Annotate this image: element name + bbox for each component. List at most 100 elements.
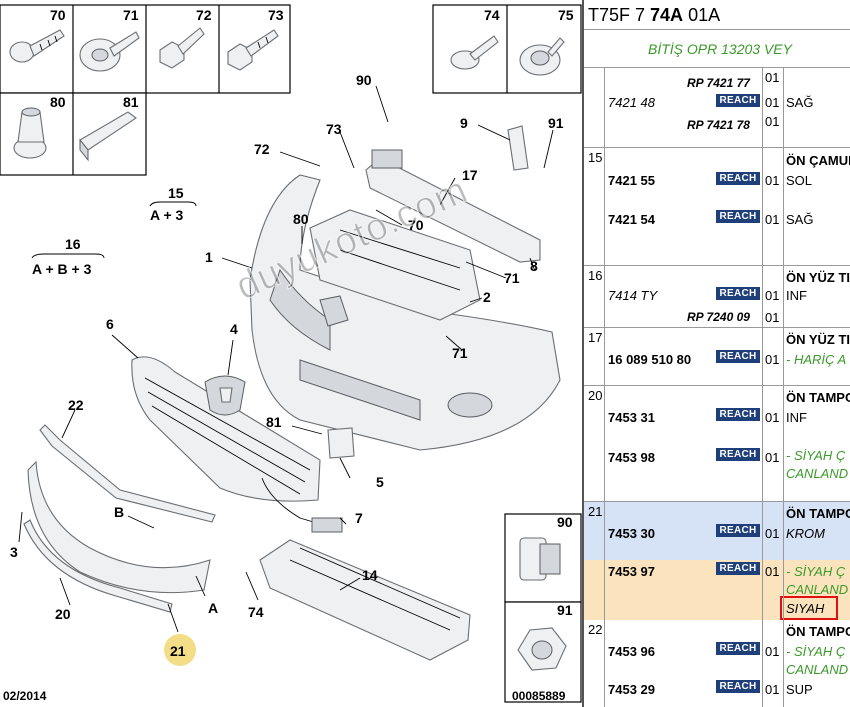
table-row[interactable]: 21 7453 30 REACH 01 ÖN TAMPO KROM 7453 9… [584,502,850,620]
description: INF [786,288,807,303]
description: CANLAND [786,662,849,677]
description: ÖN YÜZ TI [786,270,850,285]
screw-70-image [9,29,65,63]
callout-9: 7 [355,510,363,526]
lower-grille-20-image [27,460,211,594]
nut-91-image [517,627,567,671]
fastener-box-row-top-right: 74 75 [432,4,582,94]
callout-21: 21 [170,643,186,659]
reach-badge: REACH [716,408,760,421]
reinforcement-beam-17-image [365,149,541,263]
part-ref: 7421 55 [608,173,655,188]
quantity: 01 [765,173,780,188]
header-prefix: T75F 7 [588,5,651,25]
part-ref: 7453 31 [608,410,655,425]
trim-strip-22-image [39,424,216,523]
table-row[interactable]: 20 7453 31 REACH 01 ÖN TAMPO INF 7453 98… [584,386,850,502]
callout-4: 15 [168,185,184,201]
row-number: 21 [588,504,603,519]
box-label-70: 70 [50,7,66,23]
part-ref: 7453 96 [608,644,655,659]
catalog-header: T75F 7 74A 01A [584,0,850,30]
box-label-80: 80 [50,94,66,110]
row-number: 15 [588,150,603,165]
emblem-6-image [204,375,246,416]
part-ref: 7453 97 [608,564,655,579]
reach-badge: REACH [716,287,760,300]
box-label-91: 91 [557,602,573,618]
quantity: 01 [765,114,780,129]
description: SAĞ [786,95,814,110]
callout-A: A [208,600,218,616]
diagram-date: 02/2014 [3,689,47,703]
reach-badge: REACH [716,562,760,575]
callout-B: B [114,504,124,520]
table-row[interactable]: 22 7453 96 REACH 01 ÖN TAMPO - SİYAH Ç C… [584,620,850,707]
description: - SİYAH Ç [786,564,846,579]
callout-71-top: 71 [504,270,520,286]
quantity: 01 [765,288,780,303]
highlight-red-box [780,596,838,620]
box-label-90: 90 [557,514,573,530]
reach-badge: REACH [716,642,760,655]
formula-5-text: A + B + 3 [32,261,92,277]
box-label-75: 75 [558,7,574,23]
table-row[interactable]: 17 16 089 510 80 REACH 01 ÖN YÜZ TI - HA… [584,328,850,386]
callout-90: 90 [356,72,372,88]
box-label-81: 81 [123,94,139,110]
callout-15: 9 [460,115,468,131]
callout-22: 22 [68,397,84,413]
callout-70: 70 [408,217,424,233]
clip-strip-81-image [79,111,137,162]
box-label-73: 73 [268,7,284,23]
box-label-71: 71 [123,7,139,23]
description: INF [786,410,807,425]
chrome-strip-21-image [23,519,173,613]
callouts: 1 2 3 4 5 6 7 8 9 14 17 20 21 22 70 71 7… [10,72,564,666]
description: ÖN YÜZ TI [786,332,850,347]
quantity: 01 [765,682,780,697]
quantity: 01 [765,212,780,227]
front-bumper-1-image [249,174,561,451]
bolt-74-image [450,35,499,70]
parts-catalog-table: T75F 7 74A 01A BİTİŞ OPR 13203 VEY 7421 … [582,0,850,707]
row-number: 16 [588,268,603,283]
callout-17: 17 [462,167,478,183]
rp-ref: RP 7421 78 [687,118,750,132]
callout-7: 5 [376,474,384,490]
part-ref: 7421 54 [608,212,655,227]
box-label-74: 74 [484,7,500,23]
rp-ref: RP 7240 09 [687,310,750,324]
table-row[interactable]: 16 7414 TY REACH RP 7240 09 01 01 ÖN YÜZ… [584,266,850,328]
description: - SİYAH Ç [786,644,846,659]
fastener-box-column-bottom-right: 90 91 [504,513,582,703]
quantity: 01 [765,450,780,465]
callout-71-bottom: 71 [452,345,468,361]
rivet-80-image [13,107,47,159]
quantity: 01 [765,95,780,110]
reach-badge: REACH [716,680,760,693]
diagram-code: 00085889 [512,689,566,703]
part-ref: 7453 98 [608,450,655,465]
callout-2: 2 [483,289,491,305]
reach-badge: REACH [716,94,760,107]
callout-80: 80 [293,211,309,227]
header-code: 74A [650,5,684,25]
grille-8-image [131,356,321,502]
washer-screw-71-image [79,31,140,72]
reach-badge: REACH [716,524,760,537]
harness-9-image [261,477,343,533]
description: ÖN ÇAMUR [786,153,850,168]
lower-absorber-16-image [259,539,471,661]
table-row[interactable]: 15 7421 55 REACH 01 ÖN ÇAMUR SOL 7421 54… [584,148,850,266]
quantity: 01 [765,410,780,425]
callout-8: 6 [106,316,114,332]
reach-badge: REACH [716,210,760,223]
description: CANLAND [786,466,849,481]
quantity: 01 [765,564,780,579]
description: KROM [786,526,825,541]
part-ref: 7414 TY [608,288,658,303]
bolt-72-image [159,27,205,69]
table-row[interactable]: 7421 48 RP 7421 77 REACH RP 7421 78 01 0… [584,68,850,148]
callout-73: 73 [326,121,342,137]
